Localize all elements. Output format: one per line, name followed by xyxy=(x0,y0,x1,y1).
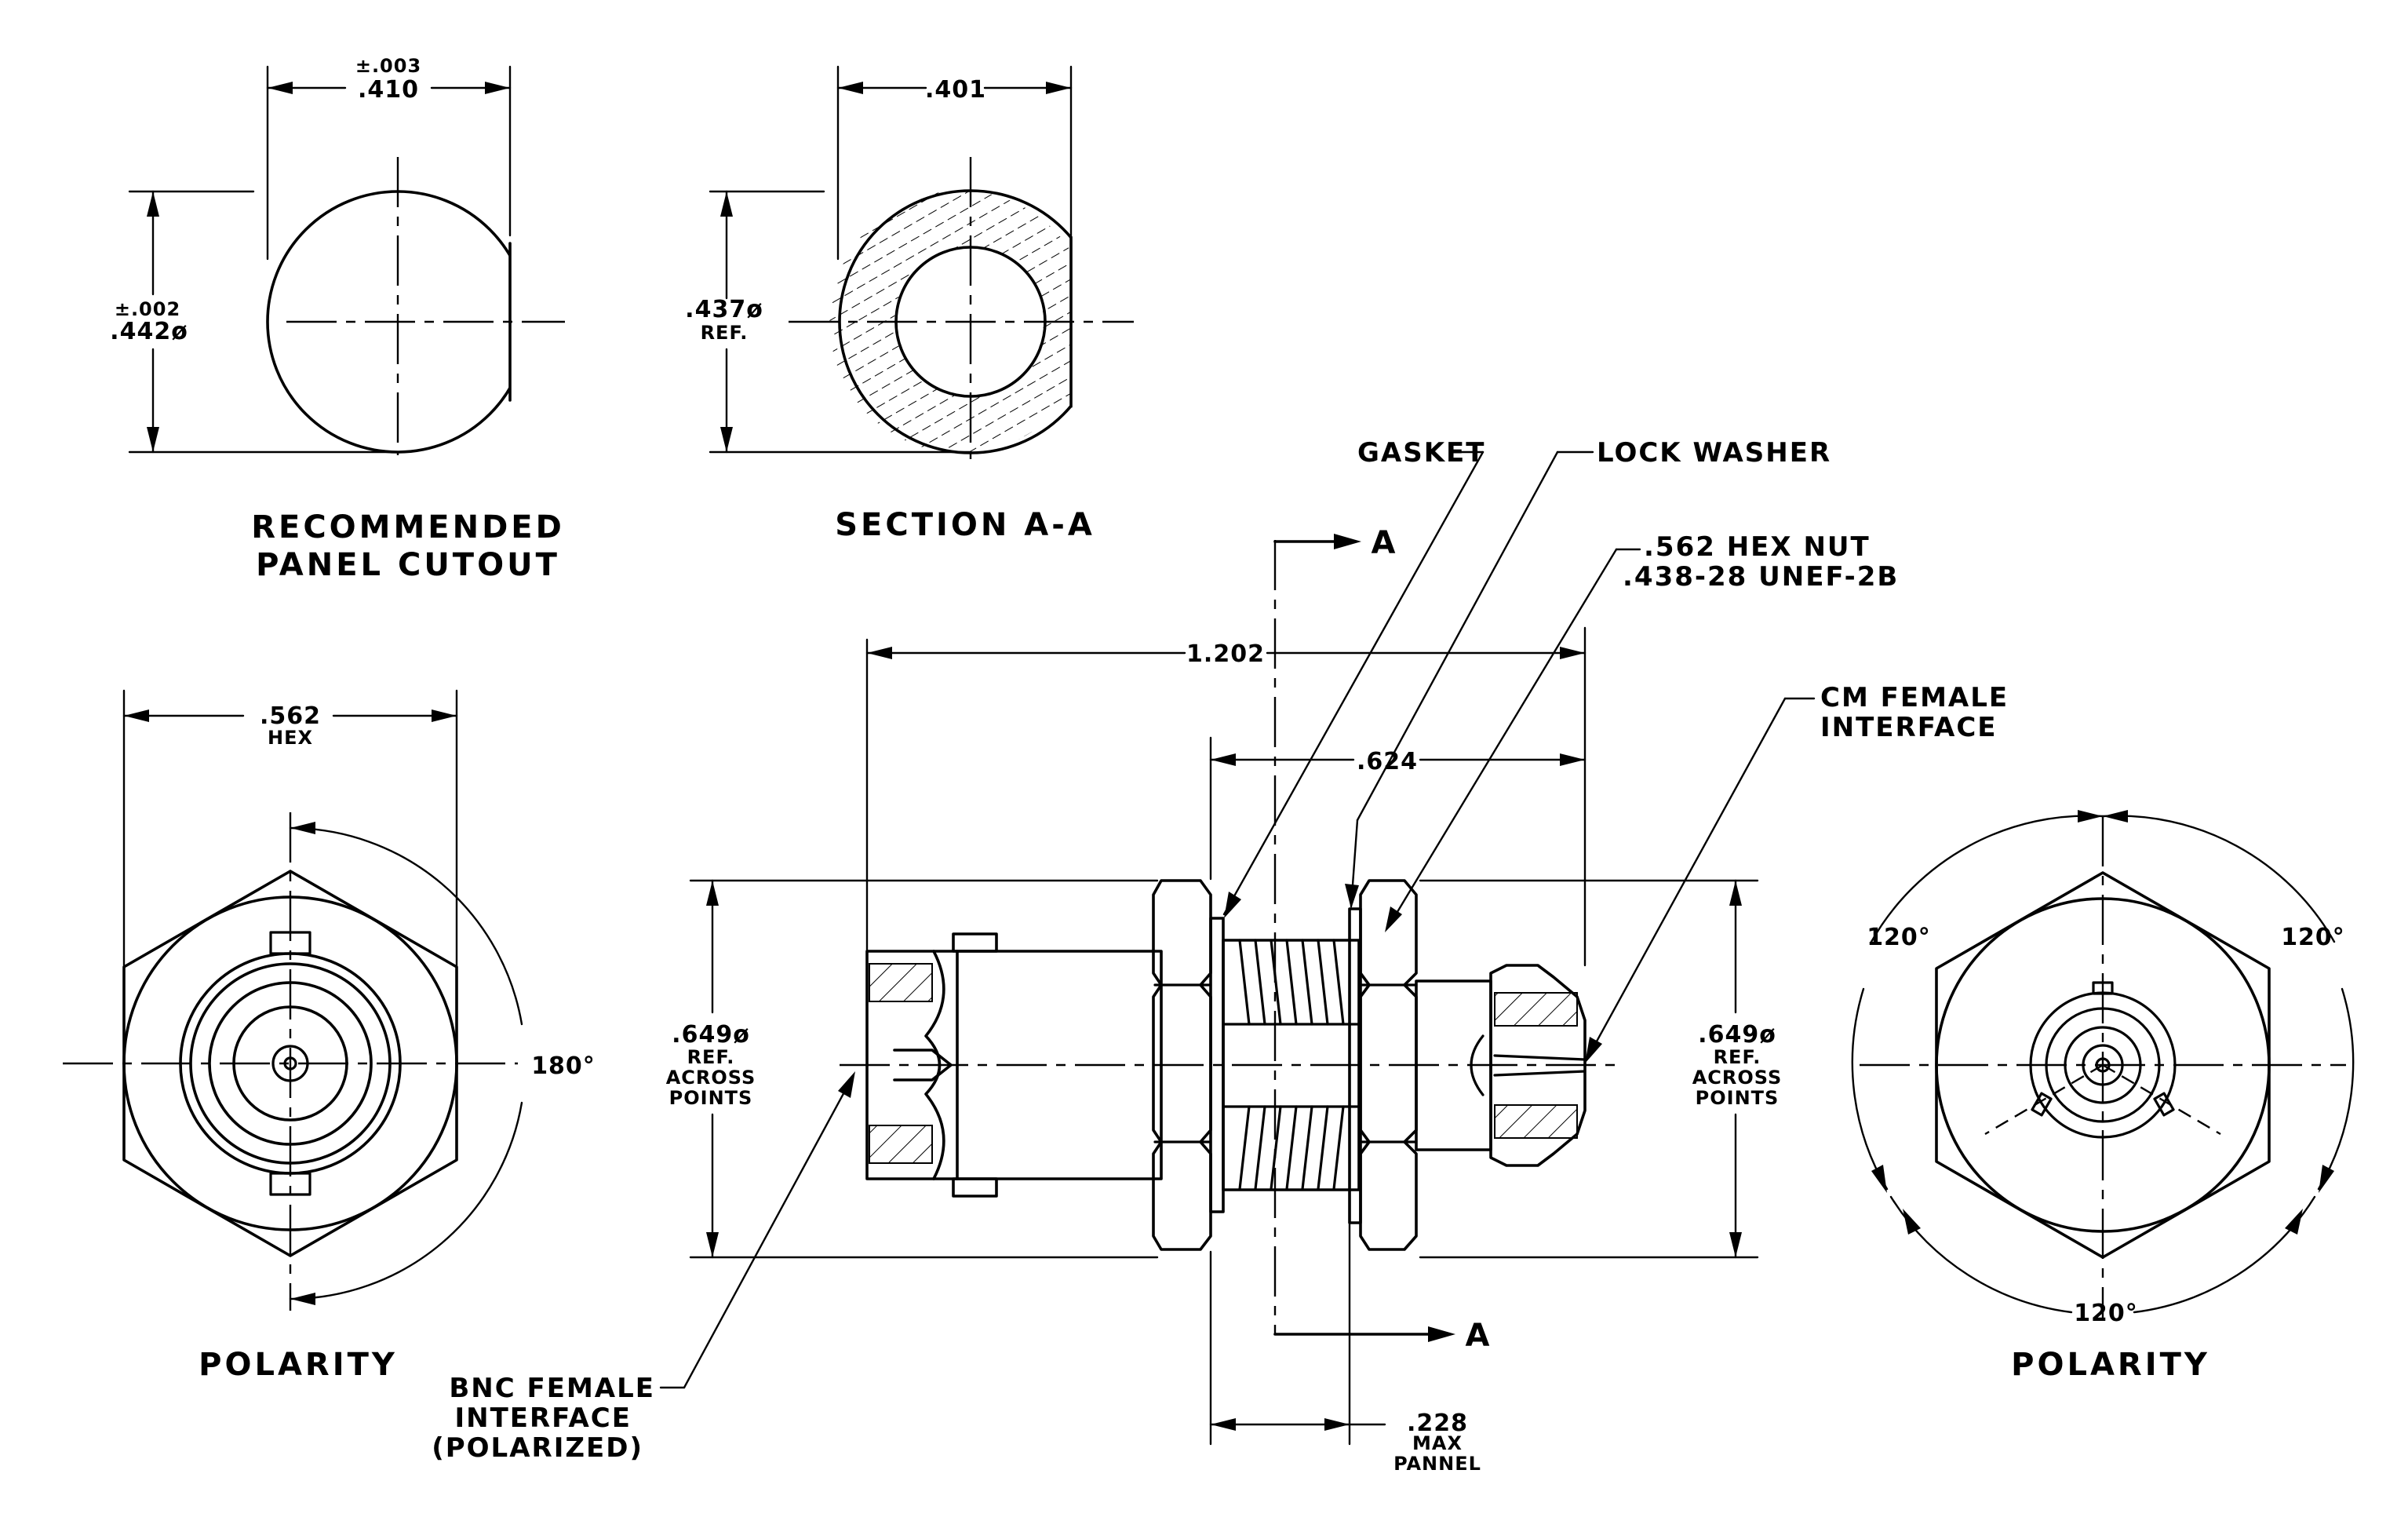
right-end-angle-bottom: 120° xyxy=(2074,1300,2138,1327)
section-dia-note: REF. xyxy=(701,322,749,344)
cm-label-line1: CM FEMALE xyxy=(1820,682,2009,713)
section-caption: SECTION A-A xyxy=(835,507,1095,543)
left-dia-value: .649ø xyxy=(672,1021,750,1049)
hex-nut-label-line2: .438-28 UNEF-2B xyxy=(1623,561,1899,593)
thread-length-value: .624 xyxy=(1357,748,1418,775)
right-dia-value: .649ø xyxy=(1698,1021,1776,1049)
hex-dim-note: HEX xyxy=(268,727,313,749)
lock-washer-label: LOCK WASHER xyxy=(1597,437,1831,469)
right-dia-note2: ACROSS xyxy=(1692,1067,1783,1089)
right-end-caption: POLARITY xyxy=(2011,1347,2210,1383)
panel-max-note2: PANNEL xyxy=(1393,1453,1481,1475)
bnc-label-line3: (POLARIZED) xyxy=(432,1432,643,1464)
hex-dim-value: .562 xyxy=(260,702,321,730)
left-end-caption: POLARITY xyxy=(199,1347,398,1383)
right-end-angle-right: 120° xyxy=(2281,924,2345,951)
overall-length-value: 1.202 xyxy=(1186,640,1265,668)
bnc-label-line1: BNC FEMALE xyxy=(449,1373,655,1404)
left-end-view: .562 HEX 180° POLARITY xyxy=(63,689,596,1383)
cutout-height-value: .442ø xyxy=(110,318,188,345)
left-dia-note3: POINTS xyxy=(669,1087,753,1109)
cutout-caption-line1: RECOMMENDED xyxy=(251,509,565,545)
cm-label-line2: INTERFACE xyxy=(1820,712,1998,743)
left-dia-note1: REF. xyxy=(687,1046,735,1068)
cutout-caption-line2: PANEL CUTOUT xyxy=(256,547,560,583)
section-dia-value: .437ø xyxy=(685,296,763,323)
hex-nut-label-line1: .562 HEX NUT xyxy=(1644,531,1871,563)
panel-max-value: .228 xyxy=(1407,1410,1468,1437)
right-end-view: 120° 120° 120° POLARITY xyxy=(1851,810,2355,1383)
bnc-label-line2: INTERFACE xyxy=(454,1402,632,1434)
panel-cutout-view: ±.003 .410 ±.002 .442ø RECOMMENDED PANEL… xyxy=(110,55,565,583)
cutout-height-tolerance: ±.002 xyxy=(115,298,180,320)
section-mark-top: A xyxy=(1372,525,1399,561)
cutout-width-value: .410 xyxy=(358,76,419,104)
left-dia-note2: ACROSS xyxy=(666,1067,756,1089)
section-width-value: .401 xyxy=(925,76,986,104)
side-view: A A 1.202 .624 .228 MAX PANNEL xyxy=(432,437,2009,1475)
right-dia-note3: POINTS xyxy=(1696,1087,1780,1109)
section-mark-bottom: A xyxy=(1466,1318,1493,1354)
right-dia-note1: REF. xyxy=(1714,1046,1761,1068)
panel-max-note1: MAX xyxy=(1412,1432,1463,1454)
right-end-angle-left: 120° xyxy=(1867,924,1931,951)
left-end-angle: 180° xyxy=(531,1052,596,1080)
section-a-a-view: .401 .437ø REF. SECTION A-A xyxy=(685,65,1134,543)
cutout-width-tolerance: ±.003 xyxy=(355,55,421,77)
